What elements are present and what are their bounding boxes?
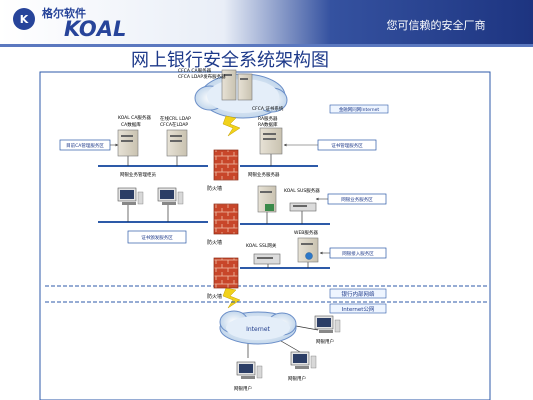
firewall-icon (213, 149, 239, 181)
company-name: 格尔软件 (42, 6, 86, 20)
svg-text:网银接入服务区: 网银接入服务区 (342, 250, 374, 257)
svg-text:金融网同网Internet: 金融网同网Internet (339, 106, 380, 113)
svg-text:K: K (20, 13, 29, 26)
company-logo: K 格尔软件 KOAL (13, 6, 126, 41)
service-segment-label: 网银业务服务器 (248, 171, 280, 178)
firewall-label: 防火墙 (207, 185, 222, 192)
svg-text:目前CA管理服务区: 目前CA管理服务区 (66, 142, 104, 149)
logo-text: KOAL (64, 17, 126, 41)
internet-label: Internet (246, 326, 270, 333)
slogan: 您可信赖的安全厂商 (387, 18, 486, 32)
header-divider (0, 44, 533, 47)
koal-sus-label: KOAL SUS服务器 (284, 187, 320, 194)
mgmt-segment-label: 网银业务管理柜员 (120, 171, 156, 178)
svg-text:网银业务服务区: 网银业务服务区 (341, 196, 373, 203)
svg-text:证书管理服务区: 证书管理服务区 (331, 142, 363, 149)
ra-server-label: RA服务器 (258, 115, 278, 122)
lightning-bolt-icon (222, 287, 241, 309)
zone-bank-intranet (329, 288, 387, 299)
zone-internet (329, 303, 387, 314)
ssl-gateway-icon (253, 253, 281, 265)
workstation-icon (157, 187, 184, 205)
ra-db-label: RA数据库 (258, 121, 278, 128)
ldap-server-icon (166, 129, 188, 157)
ra-server-icon (259, 127, 283, 155)
svg-text:银行内部网络: 银行内部网络 (341, 290, 375, 298)
web-server-icon (297, 237, 319, 263)
network-device-icon (289, 202, 317, 212)
user-workstation-icon (236, 361, 263, 379)
firewall-icon (213, 203, 239, 235)
user-label: 网银用户 (288, 375, 306, 382)
cfca-server-icon (221, 69, 253, 101)
user-workstation-icon (314, 315, 341, 333)
workstation-icon (117, 187, 144, 205)
cfca-server1-label: CFCA CA服务器 (178, 67, 212, 74)
cfca-server2-label: CFCA LDAP发布服务器 (178, 73, 226, 80)
web-server-label: WEB服务器 (294, 229, 318, 236)
page-title: 网上银行安全系统架构图 (131, 50, 329, 71)
network-bus (45, 165, 488, 303)
svg-text:证书颁发服务区: 证书颁发服务区 (141, 234, 173, 241)
cfca-cert-label: CFCA 证书系统 (252, 105, 284, 112)
koal-ca-label: KOAL CA服务器 (118, 114, 151, 121)
ca-db-label: CA数据库 (121, 121, 141, 128)
ldap-publish-label: 在线CRL LDAP (160, 115, 191, 122)
user-workstation-icon (290, 351, 317, 369)
firewall-icon (213, 257, 239, 289)
koal-sus-server-icon (257, 185, 277, 213)
diagram-frame (39, 71, 491, 400)
koal-ca-server-icon (117, 129, 139, 157)
user-label: 网银用户 (316, 338, 334, 345)
firewall-label: 防火墙 (207, 239, 222, 246)
firewall-label: 防火墙 (207, 293, 222, 300)
lightning-bolt-icon (222, 115, 241, 137)
logo-mark-icon (13, 8, 35, 30)
koal-ssl-label: KOAL SSL网关 (246, 242, 277, 249)
header-banner (0, 0, 533, 44)
zone-financial-net (329, 104, 389, 114)
cert-dist-area (127, 230, 187, 244)
user-label: 网银用户 (234, 385, 252, 392)
internet-cloud (219, 310, 297, 345)
cfca-ldap-label: CFCA在LDAP (160, 121, 188, 128)
svg-text:Internet公网: Internet公网 (342, 306, 375, 313)
